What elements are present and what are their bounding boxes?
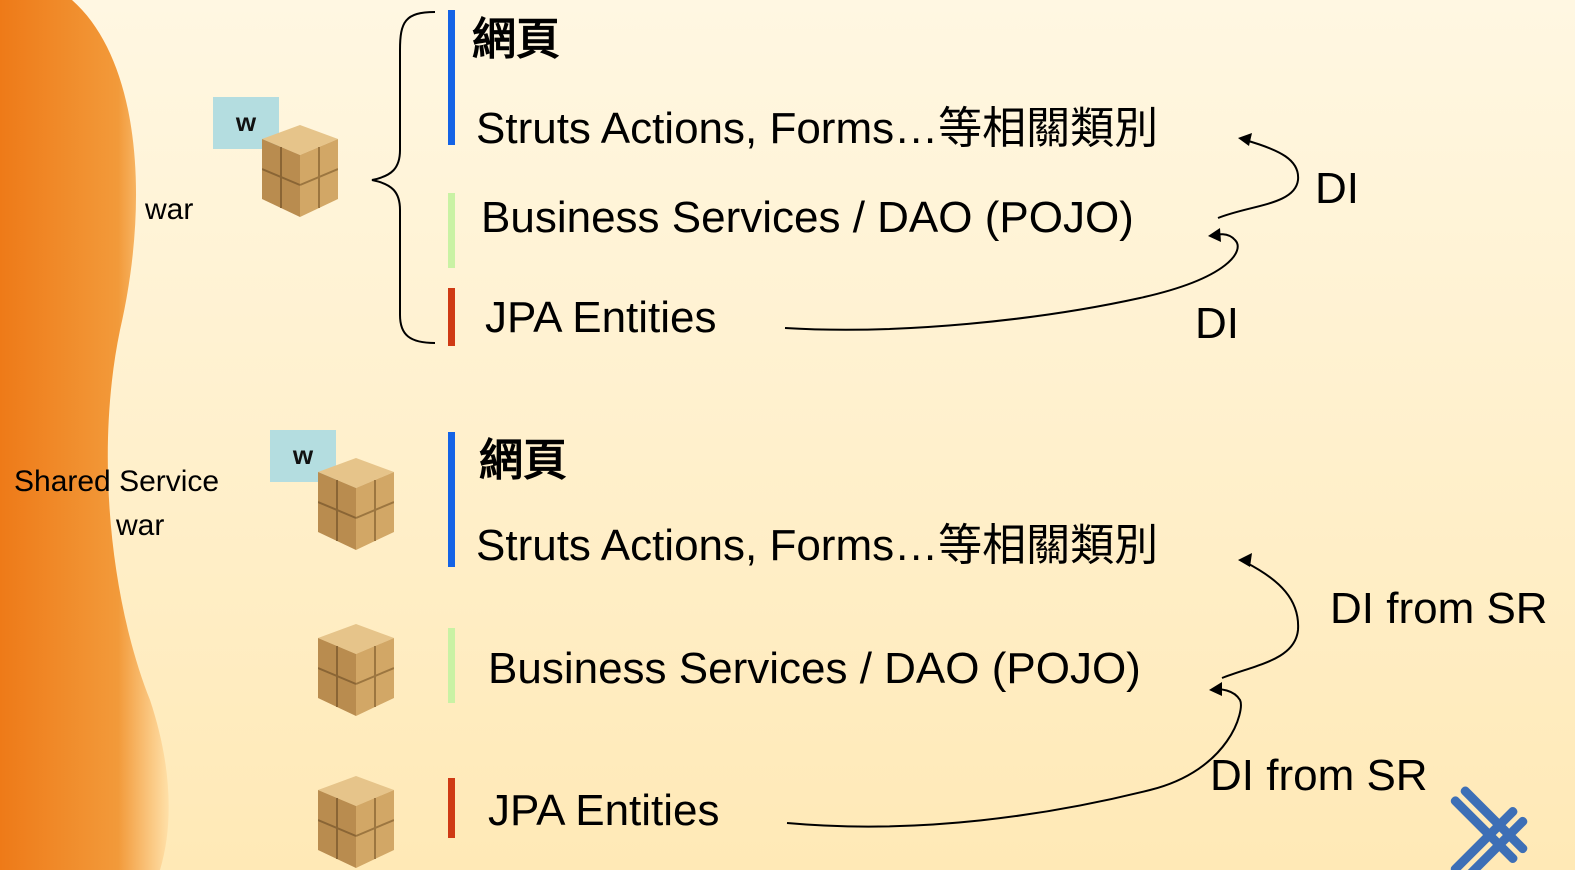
web-layer-label: 網頁 — [472, 14, 560, 65]
web-layer-bar — [448, 10, 455, 145]
di-arrow-jpa-to-business-bottom — [786, 688, 1242, 828]
struts-layer-label-bottom: Struts Actions, Forms…等相關類別 — [476, 521, 1159, 570]
war-label: war — [145, 193, 194, 226]
package-box-icon — [318, 458, 394, 550]
jpa-layer-bar — [448, 288, 455, 346]
business-layer-label-bottom: Business Services / DAO (POJO) — [488, 644, 1141, 693]
di-label-lower: DI — [1195, 299, 1239, 348]
di-from-sr-label-lower: DI from SR — [1210, 751, 1428, 800]
di-arrow-jpa-to-business — [784, 233, 1239, 331]
jpa-layer-label-bottom: JPA Entities — [488, 786, 720, 835]
jpa-layer-bar-bottom — [448, 778, 455, 838]
jpa-layer-label: JPA Entities — [485, 293, 717, 342]
arrowhead — [1208, 228, 1221, 242]
package-box-icon — [262, 125, 338, 217]
sun-logo-icon — [1450, 786, 1528, 870]
package-box-icon — [318, 776, 394, 868]
business-layer-label: Business Services / DAO (POJO) — [481, 193, 1134, 242]
shared-service-label: Shared Service — [14, 465, 220, 498]
arrowhead — [1238, 553, 1252, 567]
arrowhead — [1209, 682, 1222, 696]
web-layer-bar-bottom — [448, 432, 455, 567]
di-from-sr-label-upper: DI from SR — [1330, 584, 1548, 633]
di-label-upper: DI — [1315, 164, 1359, 213]
business-layer-bar — [448, 193, 455, 268]
di-arrow-business-to-struts-bottom — [1221, 561, 1300, 679]
shared-war-label: war — [116, 509, 165, 542]
di-arrow-business-to-struts — [1217, 139, 1300, 219]
business-layer-bar-bottom — [448, 628, 455, 703]
struts-layer-label: Struts Actions, Forms…等相關類別 — [476, 104, 1159, 153]
arrowhead — [1238, 133, 1252, 146]
brace — [371, 11, 436, 344]
package-box-icon — [318, 624, 394, 716]
web-layer-label-bottom: 網頁 — [479, 435, 567, 486]
